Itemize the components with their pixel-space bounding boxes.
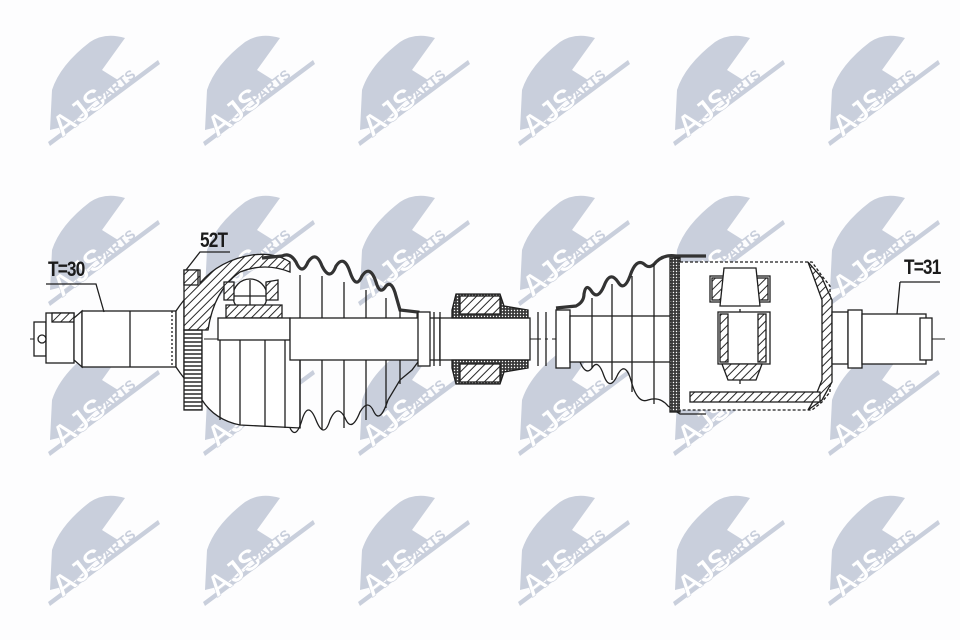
label-left-spline-count: T=30 <box>48 258 85 281</box>
right-shaft <box>537 309 681 369</box>
right-stub <box>831 309 933 369</box>
left-stub-end <box>33 309 83 369</box>
left-spline-shaft <box>81 298 185 380</box>
main-shaft <box>289 311 531 367</box>
leader-abs <box>185 251 230 271</box>
label-abs-ring-teeth: 52T <box>200 229 228 252</box>
inner-tripod-housing <box>669 257 833 413</box>
leader-left <box>46 283 105 313</box>
outer-cv-housing <box>183 253 301 429</box>
outer-boot <box>261 253 420 322</box>
label-right-spline-count: T=31 <box>904 256 941 279</box>
inner-boot-ribs <box>591 264 655 404</box>
damper-weight <box>451 293 529 385</box>
